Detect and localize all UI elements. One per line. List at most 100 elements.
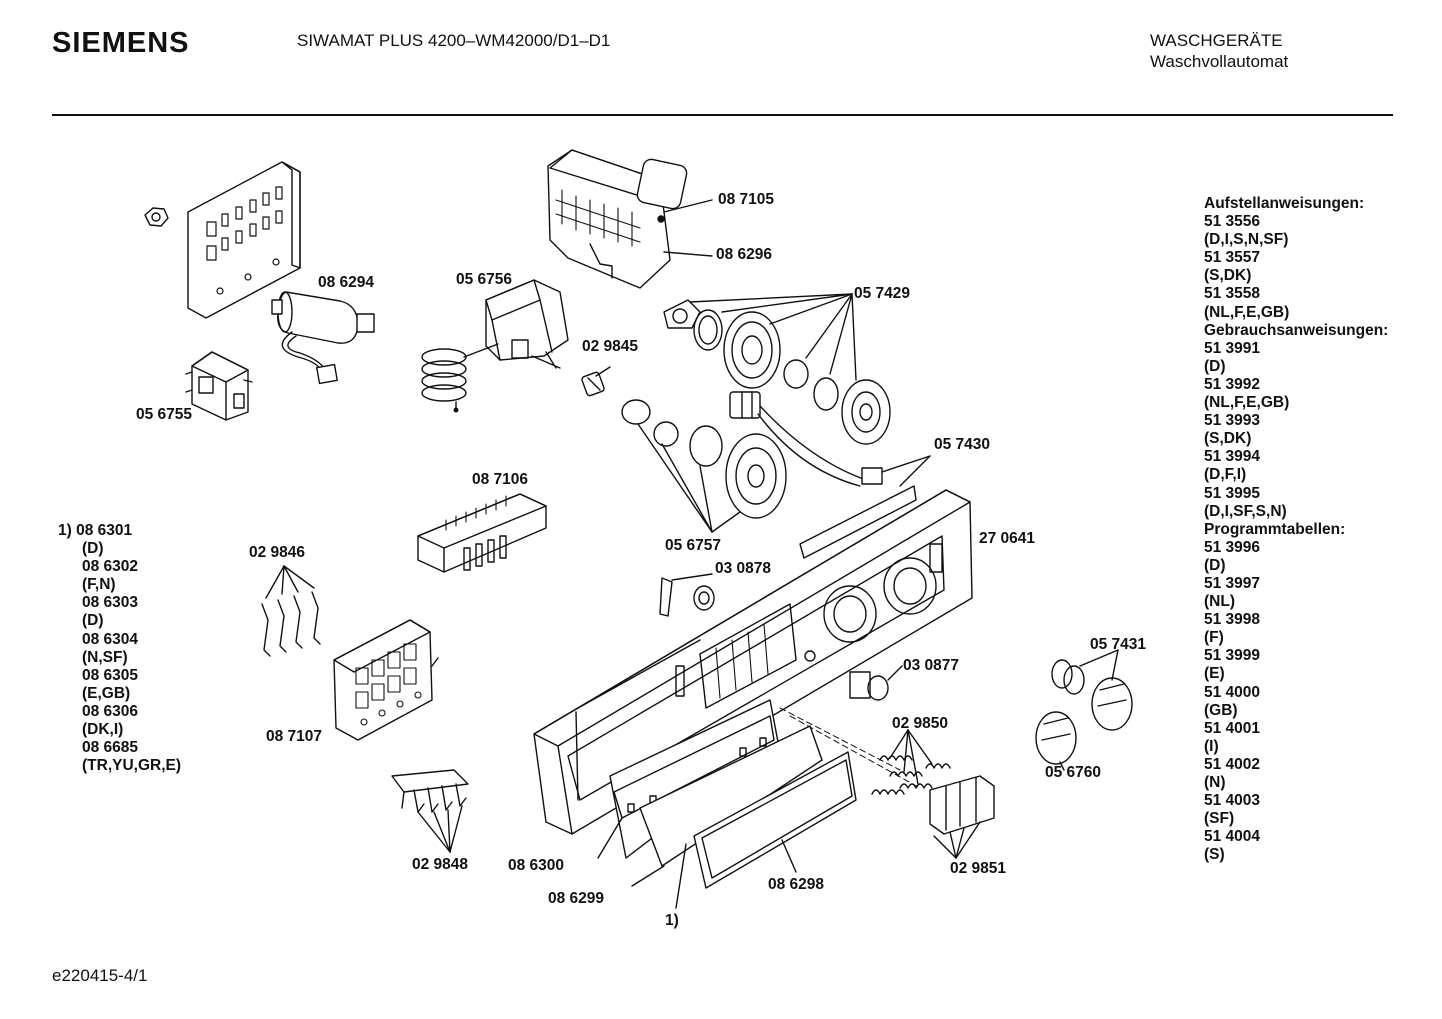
footnote-line: 1) 08 6301 bbox=[58, 522, 133, 539]
footnote-line: 08 6303 bbox=[82, 594, 139, 612]
doc-line: (SF) bbox=[1204, 810, 1235, 828]
footnote-line: (N,SF) bbox=[82, 648, 128, 666]
label-08-7105: 08 7105 bbox=[718, 191, 775, 208]
documentation-list: Aufstellanweisungen: 51 3556 (D,I,S,N,SF… bbox=[1204, 195, 1388, 864]
footnote-line: 08 6302 bbox=[82, 558, 139, 576]
doc-line: (S) bbox=[1204, 846, 1225, 864]
label-footnote-1: 1) bbox=[665, 912, 679, 929]
doc-line: 51 4001 bbox=[1204, 719, 1261, 737]
doc-line: 51 3997 bbox=[1204, 574, 1261, 592]
slider-drawing bbox=[659, 573, 715, 617]
push-buttons-drawing bbox=[929, 775, 995, 859]
doc-line: 51 3994 bbox=[1204, 448, 1261, 466]
rotary-switch-set-a bbox=[663, 293, 891, 445]
brand-logo: SIEMENS bbox=[52, 27, 190, 59]
programmer-drawing bbox=[547, 149, 713, 289]
doc-line: (NL,F,E,GB) bbox=[1204, 303, 1290, 321]
capacitor-drawing bbox=[271, 291, 375, 385]
doc-line: (S,DK) bbox=[1204, 267, 1252, 285]
selector-knob-drawing bbox=[849, 665, 903, 701]
contact-springs-drawing bbox=[261, 565, 321, 657]
label-05-6756: 05 6756 bbox=[456, 271, 513, 288]
footnote-line: 08 6305 bbox=[82, 666, 139, 684]
footnote-line: (TR,YU,GR,E) bbox=[82, 757, 182, 775]
label-05-7430: 05 7430 bbox=[934, 436, 991, 453]
push-springs-drawing bbox=[871, 729, 951, 795]
doc-line: (GB) bbox=[1204, 701, 1238, 719]
label-08-6294: 08 6294 bbox=[318, 274, 375, 291]
doc-line: (D) bbox=[1204, 556, 1226, 574]
doc-line: (D,I,S,N,SF) bbox=[1204, 231, 1289, 249]
small-plug-drawing bbox=[581, 366, 611, 397]
drawing-reference: e220415-4/1 bbox=[52, 966, 148, 985]
bottom-springs-drawing bbox=[391, 769, 469, 853]
doc-line: (N) bbox=[1204, 774, 1226, 791]
doc-line: (I) bbox=[1204, 737, 1219, 755]
doc-line: (NL) bbox=[1204, 593, 1235, 611]
door-lock-drawing bbox=[421, 279, 569, 413]
doc-line: (NL,F,E,GB) bbox=[1204, 394, 1290, 412]
footnote-line: (D) bbox=[82, 540, 104, 558]
label-05-6760: 05 6760 bbox=[1045, 764, 1102, 781]
category: WASCHGERÄTE Waschvollautomat bbox=[1150, 30, 1288, 72]
doc-line: (S,DK) bbox=[1204, 430, 1252, 448]
label-02-9846: 02 9846 bbox=[249, 544, 306, 561]
doc-line: (E) bbox=[1204, 665, 1225, 683]
doc-line: 51 3993 bbox=[1204, 412, 1261, 430]
footnote-line: 08 6304 bbox=[82, 630, 139, 648]
label-02-9850: 02 9850 bbox=[892, 715, 949, 732]
footnote-line: 08 6306 bbox=[82, 702, 139, 720]
transformer-drawing bbox=[185, 351, 253, 421]
doc-line: (D) bbox=[1204, 357, 1226, 375]
label-02-9848: 02 9848 bbox=[412, 856, 469, 873]
label-27-0641: 27 0641 bbox=[979, 530, 1036, 547]
category-line-1: WASCHGERÄTE bbox=[1150, 31, 1283, 50]
switch-block-drawing bbox=[417, 493, 547, 573]
footnote-variant-list: 1) 08 6301 (D) 08 6302 (F,N) 08 6303 (D)… bbox=[58, 522, 181, 775]
mounting-plate-drawing bbox=[187, 161, 301, 319]
doc-line: 51 3998 bbox=[1204, 611, 1261, 629]
label-08-6298: 08 6298 bbox=[768, 876, 825, 893]
nut-drawing bbox=[144, 207, 169, 227]
footnote-line: (F,N) bbox=[82, 576, 116, 594]
model-title: SIWAMAT PLUS 4200–WM42000/D1–D1 bbox=[297, 31, 611, 50]
doc-line: 51 3556 bbox=[1204, 213, 1261, 231]
doc-line: Programmtabellen: bbox=[1204, 520, 1346, 538]
doc-line: 51 4002 bbox=[1204, 755, 1261, 773]
doc-line: Gebrauchsanweisungen: bbox=[1204, 321, 1389, 339]
doc-line: 51 3992 bbox=[1204, 375, 1261, 393]
label-08-6300: 08 6300 bbox=[508, 857, 565, 874]
label-05-7429: 05 7429 bbox=[854, 285, 911, 302]
label-03-0877: 03 0877 bbox=[903, 657, 960, 674]
label-08-6299: 08 6299 bbox=[548, 890, 605, 907]
label-05-7431: 05 7431 bbox=[1090, 636, 1147, 653]
footnote-line: (E,GB) bbox=[82, 684, 131, 702]
doc-line: 51 3557 bbox=[1204, 249, 1261, 267]
label-08-7107: 08 7107 bbox=[266, 728, 323, 745]
doc-line: 51 4004 bbox=[1204, 828, 1261, 846]
doc-line: 51 3995 bbox=[1204, 484, 1261, 502]
knobs-drawing bbox=[1035, 649, 1133, 771]
doc-line: 51 3558 bbox=[1204, 285, 1261, 303]
rotary-switch-set-b bbox=[621, 399, 787, 533]
doc-line: Aufstellanweisungen: bbox=[1204, 195, 1365, 212]
doc-line: 51 3999 bbox=[1204, 647, 1261, 665]
label-05-6757: 05 6757 bbox=[665, 537, 722, 554]
doc-line: (D,F,I) bbox=[1204, 466, 1247, 484]
label-02-9845: 02 9845 bbox=[582, 338, 639, 355]
label-08-6296: 08 6296 bbox=[716, 246, 773, 263]
label-02-9851: 02 9851 bbox=[950, 860, 1007, 877]
label-03-0878: 03 0878 bbox=[715, 560, 772, 577]
label-08-7106: 08 7106 bbox=[472, 471, 529, 488]
pushbutton-switch-drawing bbox=[333, 619, 439, 741]
doc-line: 51 3996 bbox=[1204, 538, 1261, 556]
wire-connector-drawing bbox=[729, 391, 931, 487]
display-panels-drawing bbox=[597, 699, 921, 909]
footnote-line: (DK,I) bbox=[82, 721, 124, 739]
control-panel-fascia-drawing bbox=[533, 485, 973, 835]
doc-line: 51 3991 bbox=[1204, 339, 1261, 357]
doc-line: (D,I,SF,S,N) bbox=[1204, 502, 1287, 520]
category-line-2: Waschvollautomat bbox=[1150, 52, 1289, 71]
doc-line: 51 4000 bbox=[1204, 683, 1261, 701]
